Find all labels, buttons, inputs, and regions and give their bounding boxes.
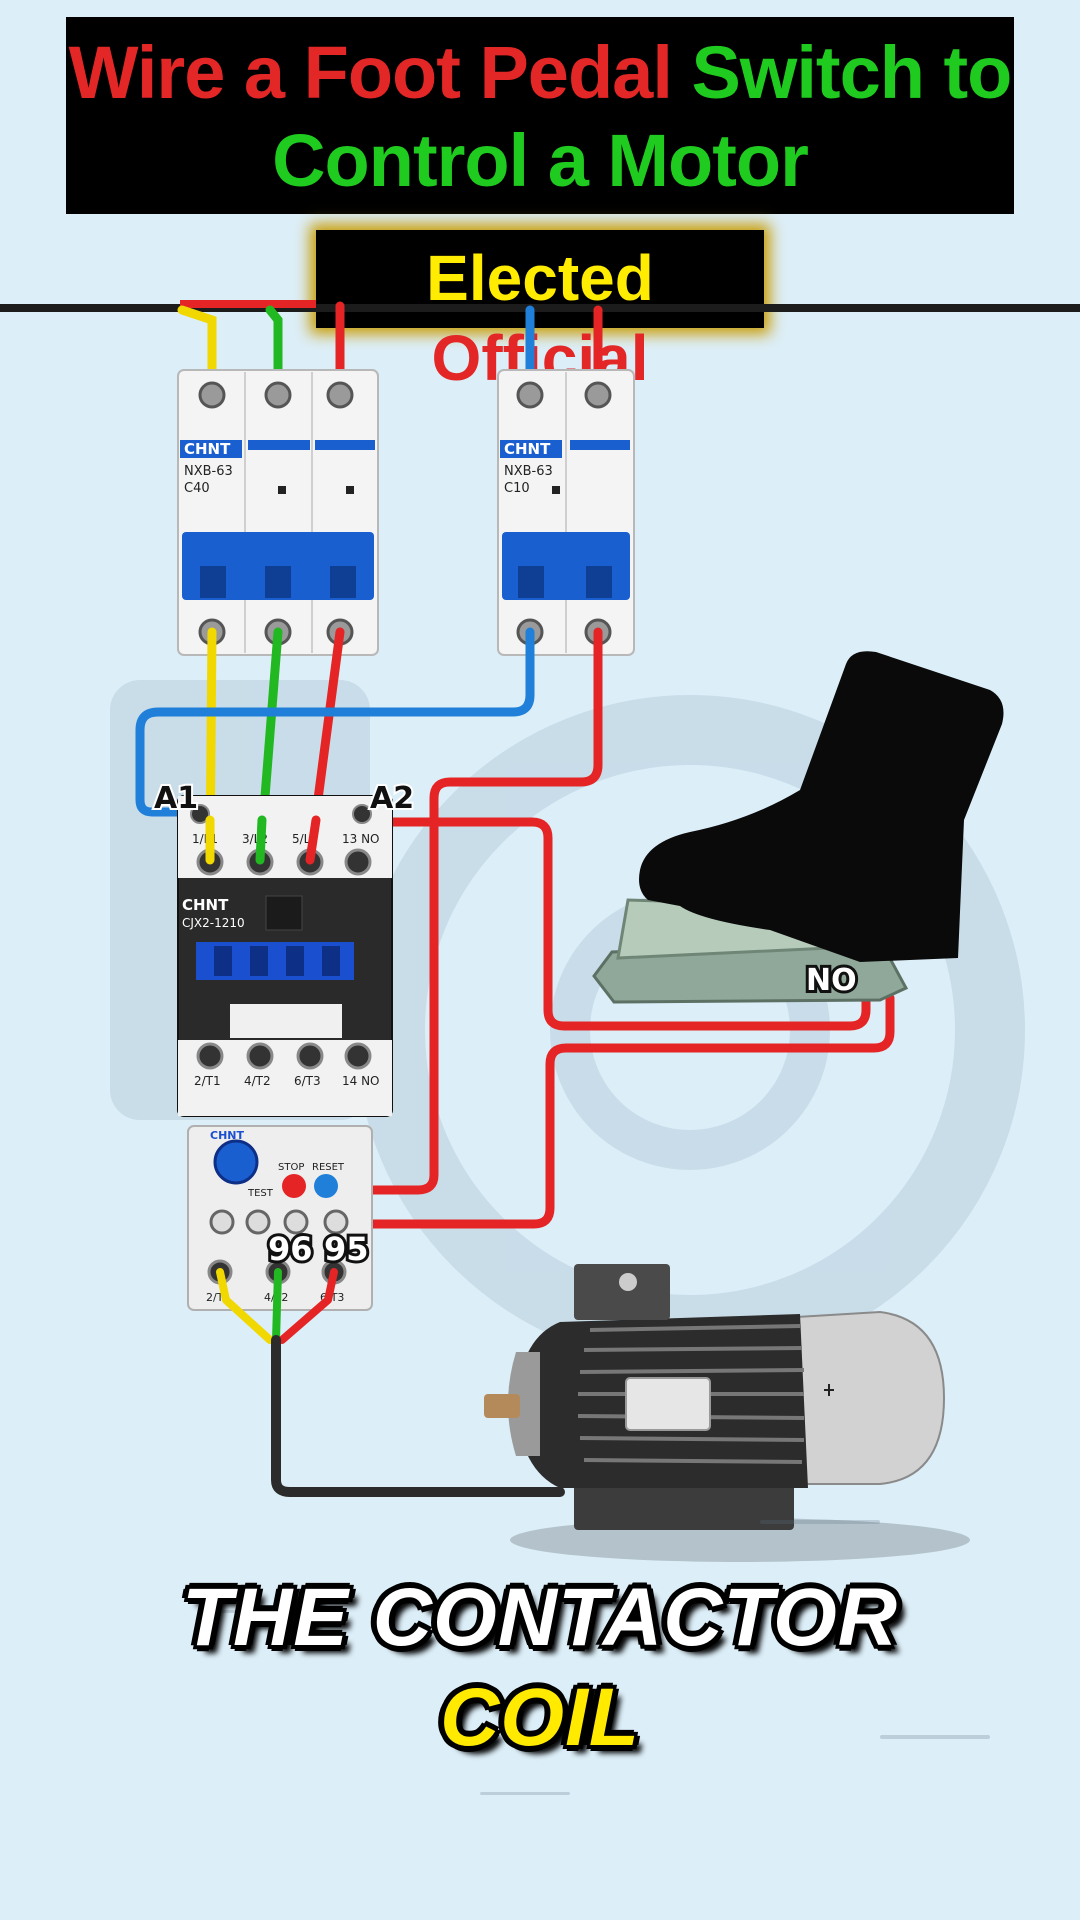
breaker-2p-brand: CHNT (504, 440, 551, 458)
load-and-control-wires (135, 627, 895, 1229)
motor (484, 1264, 970, 1562)
breaker-3p-rating: C40 (184, 481, 210, 496)
stop-button-icon (282, 1174, 306, 1198)
overload-terminal-96-label: 96 (268, 1230, 313, 1268)
pedal-contact-label: NO (806, 963, 857, 998)
floor-streaks (200, 1520, 990, 1795)
breaker-3p-model: NXB-63 (184, 464, 233, 479)
breaker-3-pole: CHNT NXB-63 C40 (177, 369, 379, 656)
channel-part1: Elected (426, 242, 654, 314)
contactor-brand: CHNT (182, 896, 229, 914)
caption-main: THE CONTACTOR (181, 1572, 899, 1663)
coil-label-a2: A2 (370, 781, 414, 816)
overload-terminal-95-label: 95 (324, 1230, 369, 1268)
contactor-model: CJX2-1210 (182, 916, 245, 930)
caption: THE CONTACTOR COIL (120, 1568, 960, 1768)
contactor-terminal-6: 6/T3 (294, 1074, 321, 1088)
wire-blue-neutral-to-A1 (135, 627, 535, 817)
boot-icon (639, 651, 1004, 962)
reset-button-icon (314, 1174, 338, 1198)
breaker-3p-brand: CHNT (184, 440, 231, 458)
title-part2: Switch to (691, 31, 1012, 114)
title-part1: Wire a Foot Pedal (68, 31, 673, 114)
overload-stop-label: STOP (278, 1162, 304, 1173)
breaker-2p-rating: C10 (504, 481, 530, 496)
main-supply-cable (0, 300, 1080, 312)
title-line-1: Wire a Foot Pedal Switch to (66, 31, 1014, 115)
channel-tag-text: Elected Official (316, 238, 764, 398)
contactor-terminal-13: 13 NO (342, 832, 380, 846)
wire-red-pedal-to-95 (333, 993, 895, 1229)
contactor-terminal-4: 4/T2 (244, 1074, 271, 1088)
coil-label-a1: A1 (154, 781, 198, 816)
overload-test-label: TEST (247, 1188, 274, 1199)
wire-red-A2-to-pedal (357, 817, 871, 1031)
wire-red-phase-to-96 (295, 627, 603, 1195)
overload-relay: CHNT STOP RESET TEST 2/T1 4/T2 6/T3 (187, 1125, 373, 1311)
title-line-2: Control a Motor (272, 119, 809, 202)
contactor-feed-ends (205, 815, 321, 865)
contactor-terminal-14: 14 NO (342, 1074, 380, 1088)
overload-reset-label: RESET (312, 1162, 345, 1173)
motor-cable (216, 1268, 565, 1497)
contactor-terminal-2: 2/T1 (194, 1074, 221, 1088)
overload-brand: CHNT (210, 1129, 244, 1142)
title-banner: Wire a Foot Pedal Switch to Control a Mo… (66, 17, 1014, 214)
breaker-2p-model: NXB-63 (504, 464, 553, 479)
contactor: 1/L1 3/L2 5/L3 13 NO CHNT CJX2-1210 2/T1… (177, 795, 393, 1117)
caption-highlight: COIL (440, 1672, 640, 1763)
breaker-2-pole: CHNT NXB-63 C10 (497, 369, 635, 656)
